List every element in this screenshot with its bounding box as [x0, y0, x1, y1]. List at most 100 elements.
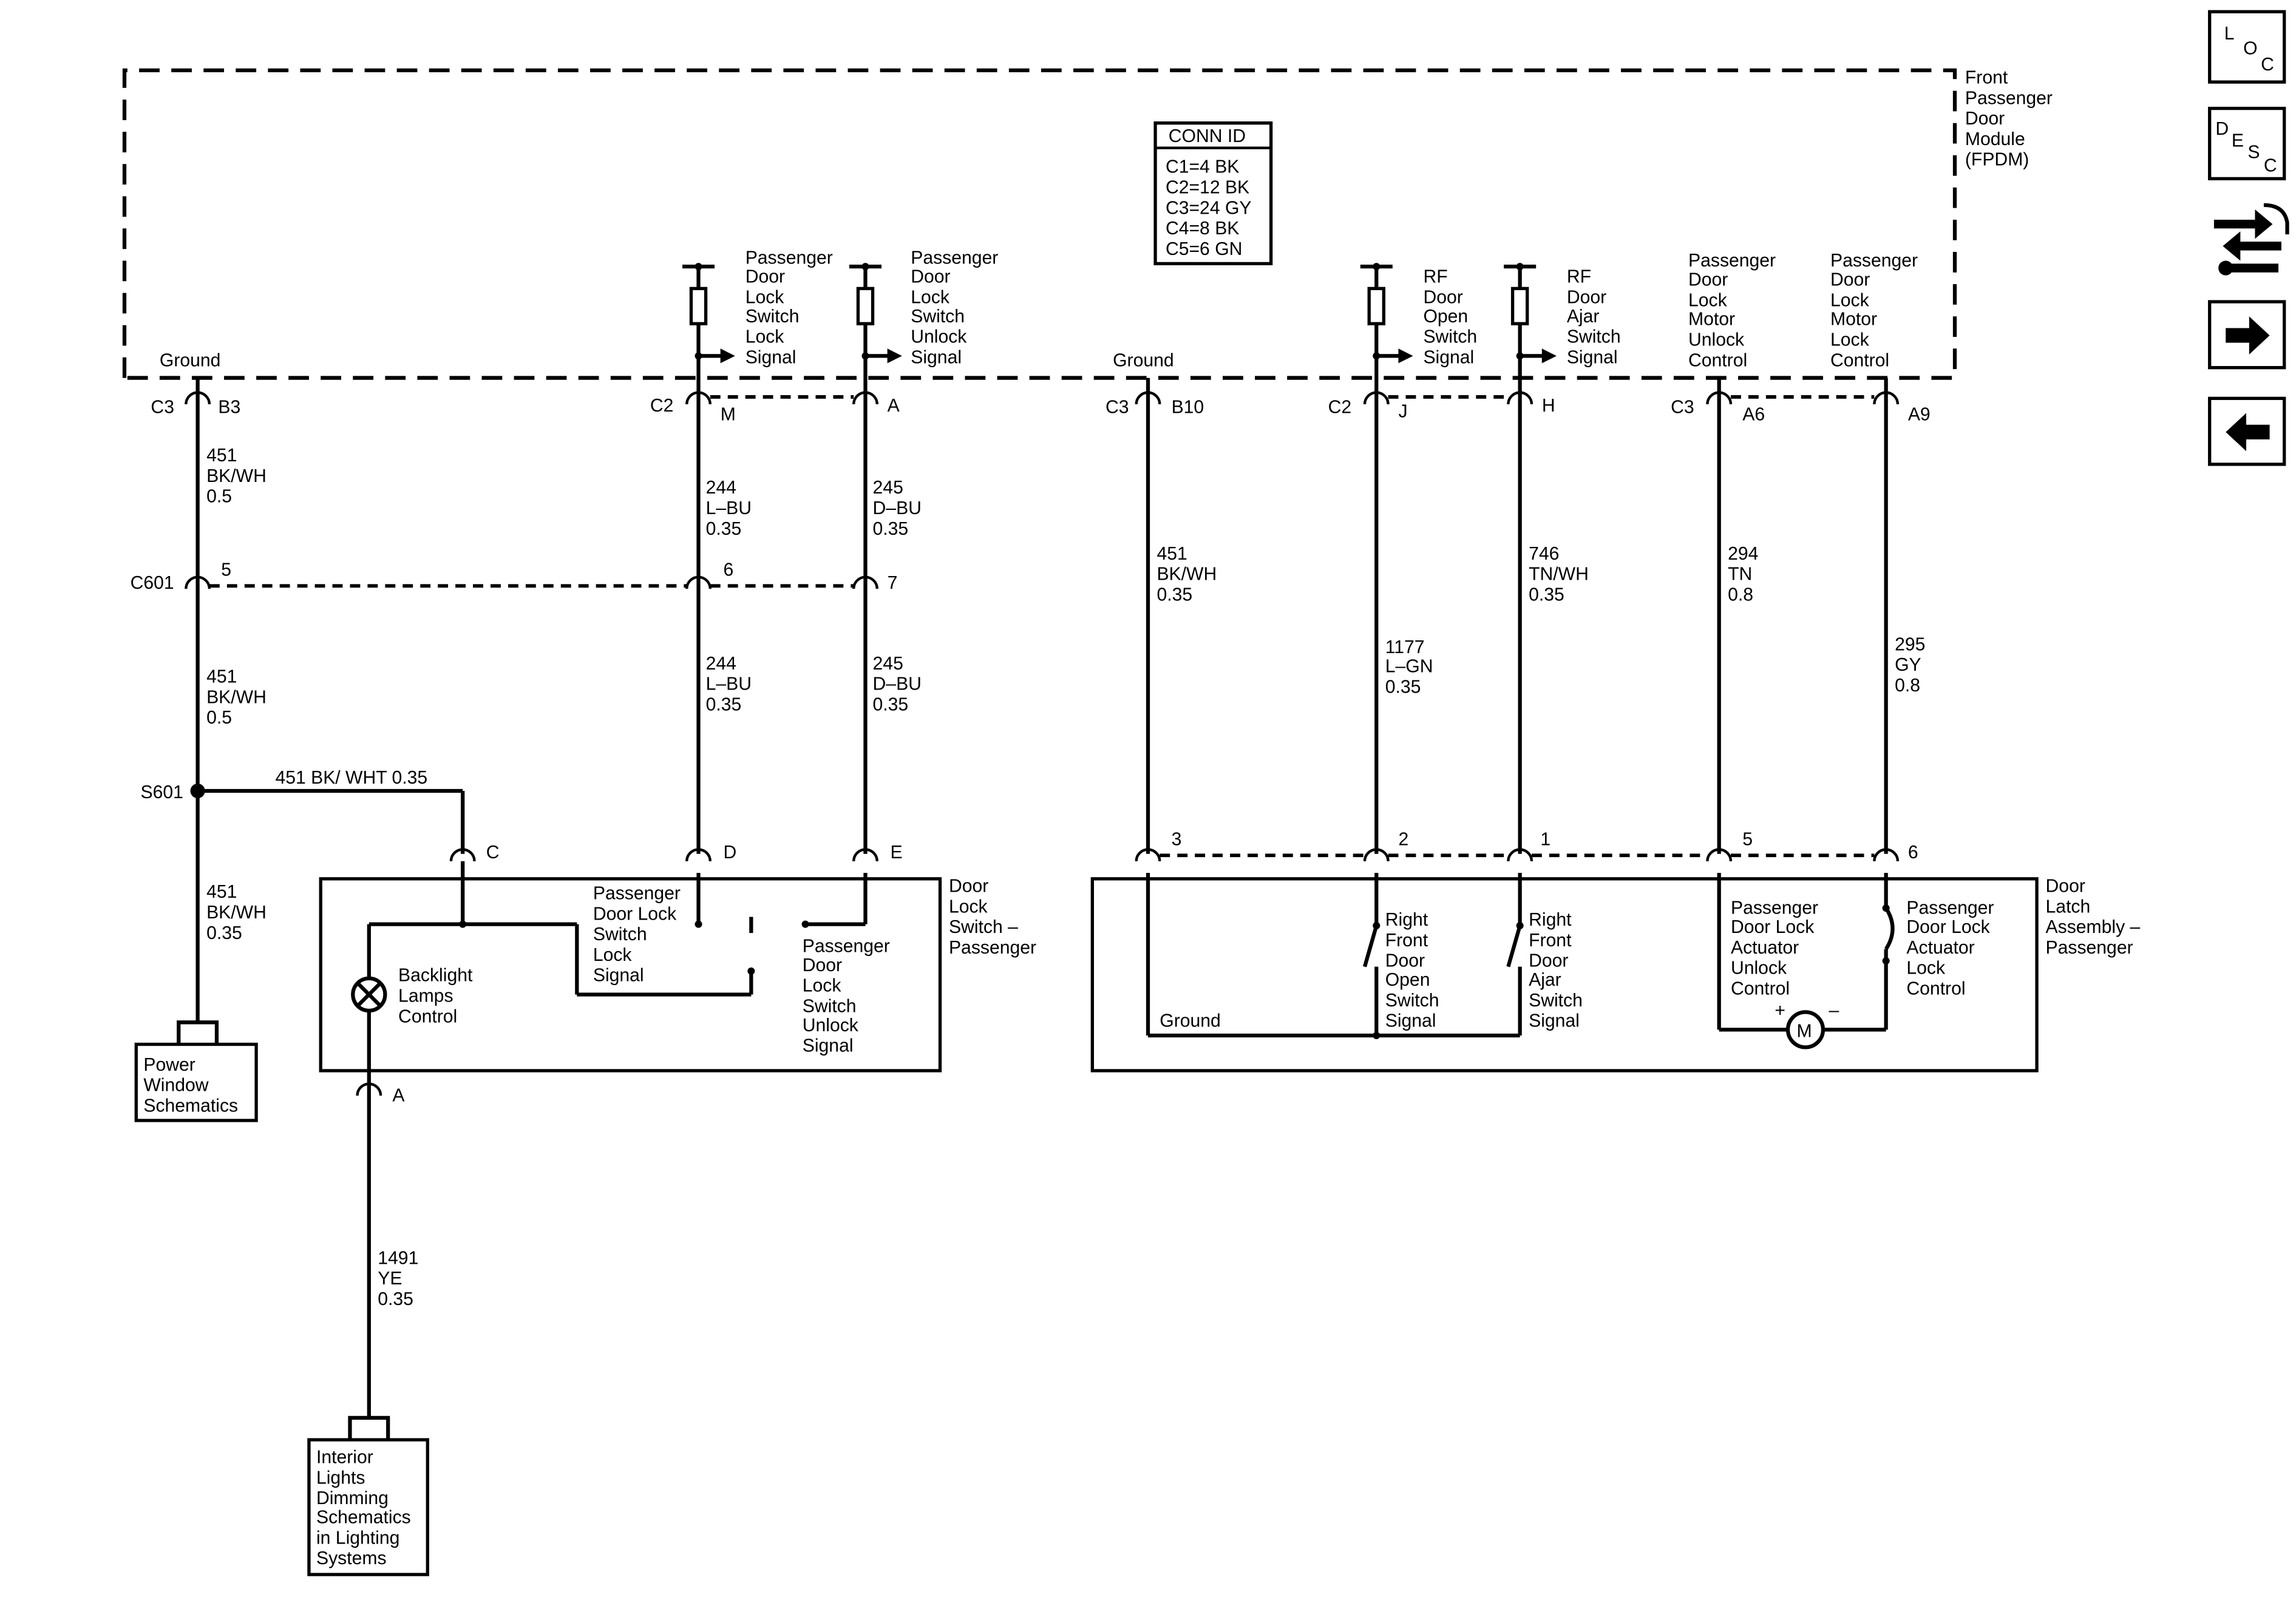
svg-text:Unlock: Unlock — [911, 327, 967, 347]
svg-text:451: 451 — [206, 446, 237, 466]
svg-text:A6: A6 — [1742, 405, 1765, 425]
svg-text:D: D — [724, 842, 737, 863]
power-window-schematics-ref[interactable]: Power Window Schematics — [134, 1020, 258, 1122]
arrow-left-icon — [2226, 413, 2270, 452]
svg-text:Unlock: Unlock — [1688, 330, 1745, 350]
wires — [195, 378, 1888, 1418]
ground-label-right: Ground — [1113, 350, 1174, 370]
svg-text:0.35: 0.35 — [378, 1289, 413, 1309]
svg-text:2: 2 — [1398, 829, 1408, 849]
svg-text:E: E — [890, 842, 902, 863]
svg-text:Door Lock: Door Lock — [593, 904, 677, 924]
svg-text:YE: YE — [378, 1269, 402, 1289]
svg-text:5: 5 — [1742, 829, 1753, 849]
svg-text:C3: C3 — [1671, 397, 1694, 417]
svg-text:Switch: Switch — [593, 924, 647, 944]
svg-text:C3: C3 — [151, 397, 174, 417]
forward-button[interactable] — [2208, 300, 2286, 370]
svg-text:GY: GY — [1895, 655, 1921, 675]
svg-text:451 BK/ WHT 0.35: 451 BK/ WHT 0.35 — [275, 768, 427, 788]
svg-text:Signal: Signal — [593, 966, 644, 986]
svg-text:O: O — [2243, 38, 2257, 58]
svg-text:Switch: Switch — [1567, 327, 1621, 347]
svg-text:J: J — [1398, 402, 1407, 422]
svg-text:C5=6 GN: C5=6 GN — [1166, 239, 1242, 259]
svg-text:L–BU: L–BU — [706, 498, 752, 518]
svg-text:451: 451 — [206, 666, 237, 686]
svg-text:Passenger: Passenger — [1906, 898, 1994, 918]
svg-text:Ground: Ground — [1160, 1011, 1221, 1031]
svg-text:D–BU: D–BU — [873, 674, 922, 694]
svg-text:Lock: Lock — [1830, 290, 1870, 310]
svg-text:Actuator: Actuator — [1906, 938, 1974, 958]
svg-text:C: C — [2264, 155, 2277, 175]
svg-text:Lock: Lock — [949, 897, 988, 917]
svg-text:C2: C2 — [650, 396, 674, 416]
back-button[interactable] — [2208, 396, 2286, 466]
svg-text:Passenger: Passenger — [593, 884, 681, 904]
svg-text:746: 746 — [1529, 544, 1559, 564]
svg-text:451: 451 — [1156, 544, 1187, 564]
svg-text:S601: S601 — [141, 782, 183, 802]
svg-text:0.35: 0.35 — [873, 694, 909, 714]
svg-text:Ajar: Ajar — [1567, 307, 1600, 327]
unlock-signal-circuit: Passenger Door Lock Switch Unlock Signal — [849, 248, 998, 393]
svg-text:Switch: Switch — [803, 996, 857, 1016]
nav-desc-button[interactable]: D E S C — [2208, 106, 2286, 181]
svg-text:C2: C2 — [1328, 397, 1352, 417]
svg-text:0.35: 0.35 — [706, 694, 742, 714]
conn-id-table: CONN ID C1=4 BK C2=12 BK C3=24 GY C4=8 B… — [1153, 121, 1273, 266]
svg-text:Signal: Signal — [911, 347, 962, 367]
svg-text:Interior: Interior — [316, 1448, 373, 1468]
svg-text:0.5: 0.5 — [206, 487, 232, 507]
svg-text:Signal: Signal — [803, 1036, 854, 1056]
c601-connector: C601 5 6 7 — [131, 560, 898, 593]
svg-text:0.8: 0.8 — [1728, 585, 1753, 605]
svg-text:–: – — [1829, 1001, 1839, 1021]
svg-text:L: L — [2224, 24, 2235, 44]
nav-loc-button[interactable]: L O C — [2208, 10, 2286, 84]
svg-text:245: 245 — [873, 654, 903, 674]
lock-signal-circuit: Passenger Door Lock Switch Lock Signal — [682, 248, 833, 393]
svg-text:Backlight: Backlight — [398, 966, 473, 986]
door-latch-assembly: 3 2 1 5 6 Door Latch Assembly – Passenge… — [1090, 829, 2141, 1073]
svg-text:C1=4 BK: C1=4 BK — [1166, 157, 1239, 177]
svg-text:C4=8 BK: C4=8 BK — [1166, 219, 1239, 239]
svg-text:Motor: Motor — [1688, 310, 1735, 330]
svg-text:Passenger: Passenger — [1830, 251, 1918, 271]
rf-door-open-circuit: RF Door Open Switch Signal — [1360, 263, 1477, 393]
svg-text:Module: Module — [1965, 129, 2025, 149]
svg-text:C2=12 BK: C2=12 BK — [1166, 178, 1249, 198]
svg-text:1: 1 — [1540, 829, 1550, 849]
svg-text:Passenger: Passenger — [1965, 88, 2053, 108]
svg-text:L–BU: L–BU — [706, 674, 752, 694]
svg-text:0.5: 0.5 — [206, 708, 232, 728]
svg-text:0.35: 0.35 — [206, 923, 242, 943]
svg-text:Front: Front — [1529, 931, 1572, 951]
svg-text:Lock: Lock — [911, 287, 950, 307]
svg-text:Latch: Latch — [2046, 897, 2091, 917]
s601-splice: S601 — [141, 782, 205, 802]
svg-text:C3: C3 — [1106, 397, 1129, 417]
svg-text:Passenger: Passenger — [911, 248, 998, 268]
wire-labels: 451 BK/WH 0.5 451 BK/WH 0.5 451 BK/ WHT … — [206, 446, 1925, 1309]
svg-text:S: S — [2247, 143, 2260, 163]
svg-text:Schematics: Schematics — [143, 1096, 238, 1116]
svg-text:Lock: Lock — [1688, 290, 1728, 310]
svg-text:Motor: Motor — [1830, 310, 1877, 330]
svg-text:Door Lock: Door Lock — [1731, 917, 1815, 937]
svg-text:Dimming: Dimming — [316, 1488, 389, 1508]
interior-lights-schematics-ref[interactable]: Interior Lights Dimming Schematics in Li… — [307, 1415, 429, 1576]
svg-text:Control: Control — [1830, 350, 1889, 370]
svg-text:6: 6 — [1908, 842, 1918, 863]
wrench-icon[interactable] — [2213, 203, 2289, 276]
svg-text:C601: C601 — [131, 573, 174, 593]
svg-text:1491: 1491 — [378, 1248, 418, 1268]
svg-text:BK/WH: BK/WH — [206, 466, 267, 486]
svg-text:Lock: Lock — [1906, 958, 1946, 978]
svg-text:Window: Window — [143, 1076, 208, 1096]
svg-text:Switch: Switch — [1423, 327, 1477, 347]
svg-text:Switch: Switch — [1529, 991, 1583, 1011]
svg-text:Lock: Lock — [803, 976, 842, 996]
